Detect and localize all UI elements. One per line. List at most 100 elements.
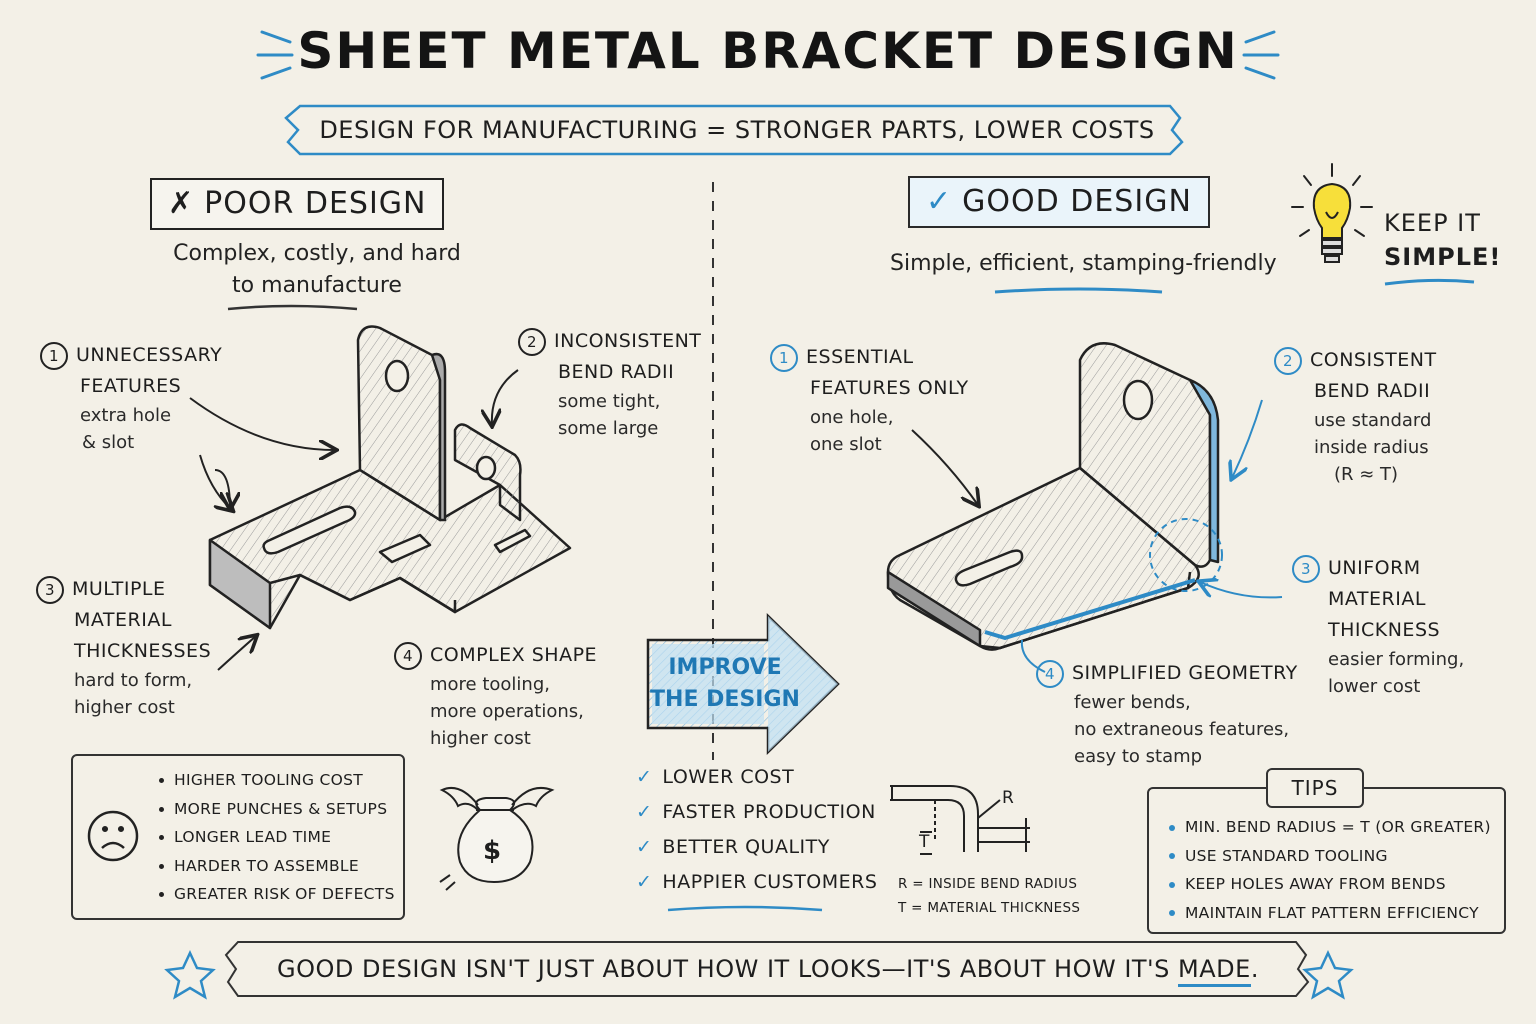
list-item: USE STANDARD TOOLING [1169, 842, 1491, 871]
sad-face-icon [87, 810, 139, 862]
annotation-desc: fewer bends, [1074, 692, 1191, 713]
keep-it-simple: KEEP IT SIMPLE! [1384, 209, 1502, 271]
poor-arrow-3b [199, 454, 232, 510]
check-icon: ✓ [636, 801, 653, 823]
annotation-title: CONSISTENT [1310, 349, 1437, 371]
list-item: ✓HAPPIER CUSTOMERS [636, 871, 878, 893]
tips-list: MIN. BEND RADIUS = T (OR GREATER) USE ST… [1169, 813, 1491, 927]
annotation-desc: (R ≈ T) [1334, 464, 1399, 485]
annotation-number: 2 [1274, 346, 1302, 375]
annotation-title: FEATURES ONLY [810, 377, 969, 399]
annotation-desc: higher cost [74, 697, 175, 718]
annotation-desc: one slot [810, 434, 882, 455]
good-design-label: ✓ GOOD DESIGN [908, 176, 1210, 228]
poor-subtitle-emph: manufacture [261, 273, 402, 298]
good-annotation-4: 4 SIMPLIFIED GEOMETRY fewer bends, no ext… [1036, 658, 1298, 770]
money-bag-icon [439, 786, 555, 891]
benefits-list: ✓LOWER COST ✓FASTER PRODUCTION ✓BETTER Q… [636, 760, 877, 900]
annotation-desc: no extraneous features, [1074, 719, 1290, 740]
annotation-desc: higher cost [430, 728, 531, 749]
poor-subtitle: Complex, costly, and hard to manufacture [152, 238, 482, 302]
poor-subtitle-pre: to [232, 273, 262, 298]
list-item: MORE PUNCHES & SETUPS [159, 795, 395, 824]
poor-design-label: ✗ POOR DESIGN [150, 178, 445, 230]
annotation-title: MATERIAL [1328, 588, 1426, 610]
poor-subtitle-line2: to manufacture [152, 270, 482, 302]
title-flourish-right [1242, 30, 1280, 80]
poor-annotation-4: 4 COMPLEX SHAPE more tooling, more operat… [394, 640, 597, 752]
list-item: GREATER RISK OF DEFECTS [159, 880, 395, 909]
check-icon: ✓ [636, 766, 653, 788]
page-title: SHEET METAL BRACKET DESIGN [297, 22, 1239, 80]
annotation-desc: one hole, [810, 407, 894, 428]
annotation-title: UNNECESSARY [76, 344, 223, 366]
annotation-title: COMPLEX SHAPE [430, 644, 598, 666]
money-symbol: $ [483, 836, 502, 866]
list-item: MAINTAIN FLAT PATTERN EFFICIENCY [1169, 899, 1491, 928]
annotation-number: 1 [770, 343, 798, 372]
consequences-list: HIGHER TOOLING COST MORE PUNCHES & SETUP… [159, 766, 395, 909]
annotation-title: BEND RADII [558, 361, 675, 383]
consequences-box: HIGHER TOOLING COST MORE PUNCHES & SETUP… [71, 754, 405, 920]
list-item: HARDER TO ASSEMBLE [159, 852, 395, 881]
poor-bracket-drawing [208, 325, 572, 630]
annotation-number: 1 [40, 341, 68, 370]
good-bracket-drawing [886, 342, 1220, 651]
annotation-desc: hard to form, [74, 670, 193, 691]
good-design-label-text: GOOD DESIGN [962, 184, 1192, 219]
annotation-title: BEND RADII [1314, 380, 1431, 402]
good-annotation-2: 2 CONSISTENT BEND RADII use standard insi… [1274, 345, 1437, 488]
annotation-number: 4 [394, 641, 422, 670]
annotation-title: FEATURES [80, 375, 182, 397]
improve-label: IMPROVE THE DESIGN [650, 652, 800, 716]
annotation-desc: some tight, [558, 391, 661, 412]
bend-r-label: R [1002, 788, 1014, 808]
annotation-desc: inside radius [1314, 437, 1429, 458]
list-item: ✓BETTER QUALITY [636, 836, 830, 858]
tips-box: MIN. BEND RADIUS = T (OR GREATER) USE ST… [1147, 787, 1506, 934]
footer-ribbon [224, 941, 1310, 997]
bend-legend: R = INSIDE BEND RADIUS T = MATERIAL THIC… [898, 876, 1081, 916]
good-subtitle: Simple, efficient, stamping-friendly [890, 251, 1277, 276]
annotation-desc: use standard [1314, 410, 1432, 431]
annotation-desc: more tooling, [430, 674, 550, 695]
annotation-title: THICKNESSES [74, 640, 212, 662]
annotation-number: 4 [1036, 659, 1064, 688]
lightbulb-drawing [1291, 163, 1373, 263]
annotation-desc: & slot [82, 432, 135, 453]
tips-label: TIPS [1266, 768, 1364, 808]
annotation-desc: more operations, [430, 701, 584, 722]
improve-line1: IMPROVE [668, 655, 782, 680]
annotation-title: ESSENTIAL [806, 346, 914, 368]
annotation-number: 3 [36, 575, 64, 604]
annotation-desc: easier forming, [1328, 649, 1465, 670]
annotation-desc: some large [558, 418, 659, 439]
good-annotation-1: 1 ESSENTIAL FEATURES ONLY one hole, one s… [770, 342, 969, 458]
annotation-desc: easy to stamp [1074, 746, 1203, 767]
subtitle-ribbon [284, 104, 1184, 156]
annotation-title: UNIFORM [1328, 557, 1421, 579]
annotation-title: THICKNESS [1328, 619, 1441, 641]
check-icon: ✓ [926, 184, 953, 219]
annotation-title: SIMPLIFIED GEOMETRY [1072, 662, 1298, 684]
annotation-title: INCONSISTENT [554, 330, 702, 352]
check-icon: ✓ [636, 871, 653, 893]
poor-design-label-text: POOR DESIGN [204, 186, 427, 221]
check-icon: ✓ [636, 836, 653, 858]
list-item: ✓FASTER PRODUCTION [636, 801, 876, 823]
list-item: MIN. BEND RADIUS = T (OR GREATER) [1169, 813, 1491, 842]
bend-radius-diagram [890, 785, 1030, 855]
poor-subtitle-line1: Complex, costly, and hard [173, 241, 461, 266]
annotation-desc: lower cost [1328, 676, 1421, 697]
list-item: LONGER LEAD TIME [159, 823, 395, 852]
bend-t-label: T [919, 832, 930, 852]
annotation-title: MATERIAL [74, 609, 172, 631]
star-icon-left [164, 950, 216, 1000]
x-icon: ✗ [168, 186, 195, 221]
star-icon-right [1302, 950, 1354, 1000]
